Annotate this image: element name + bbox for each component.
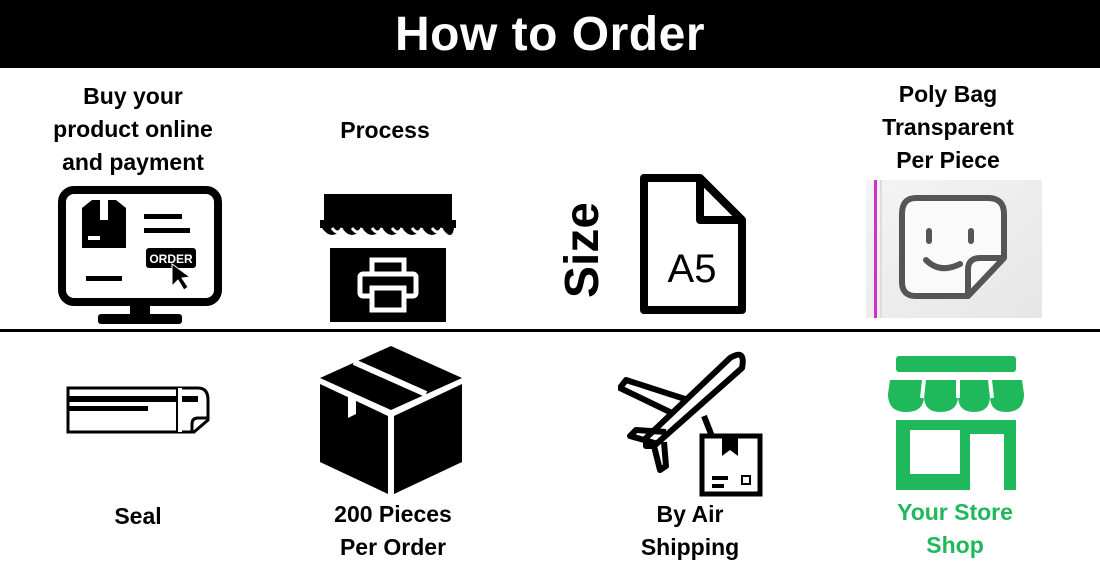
header-bar: How to Order xyxy=(0,0,1100,68)
document-a5-icon: A5 xyxy=(636,174,748,316)
sticker-smile-icon xyxy=(864,178,1044,320)
step-buy-label: Buy your product online and payment xyxy=(53,83,213,175)
order-badge-text: ORDER xyxy=(149,252,193,266)
monitor-order-icon: ORDER xyxy=(58,186,222,328)
airplane-box-icon xyxy=(618,350,768,500)
store-icon xyxy=(886,356,1026,490)
seal-strip-icon xyxy=(66,386,210,440)
size-label: Size xyxy=(554,204,608,300)
step-store-label: Your Store Shop xyxy=(897,499,1013,558)
shop-printer-icon xyxy=(318,194,458,322)
step-seal-label: Seal xyxy=(114,503,162,529)
box-icon xyxy=(318,344,464,496)
step-quantity-label: 200 Pieces Per Order xyxy=(334,501,452,560)
paper-size-text: A5 xyxy=(668,247,717,291)
size-side-text: Size xyxy=(556,204,608,298)
row-divider xyxy=(0,329,1100,332)
step-shipping-label: By Air Shipping xyxy=(640,501,740,560)
step-process-label: Process xyxy=(340,117,430,143)
step-bag-label: Poly Bag Transparent Per Piece xyxy=(882,81,1014,173)
page-title: How to Order xyxy=(394,7,705,61)
